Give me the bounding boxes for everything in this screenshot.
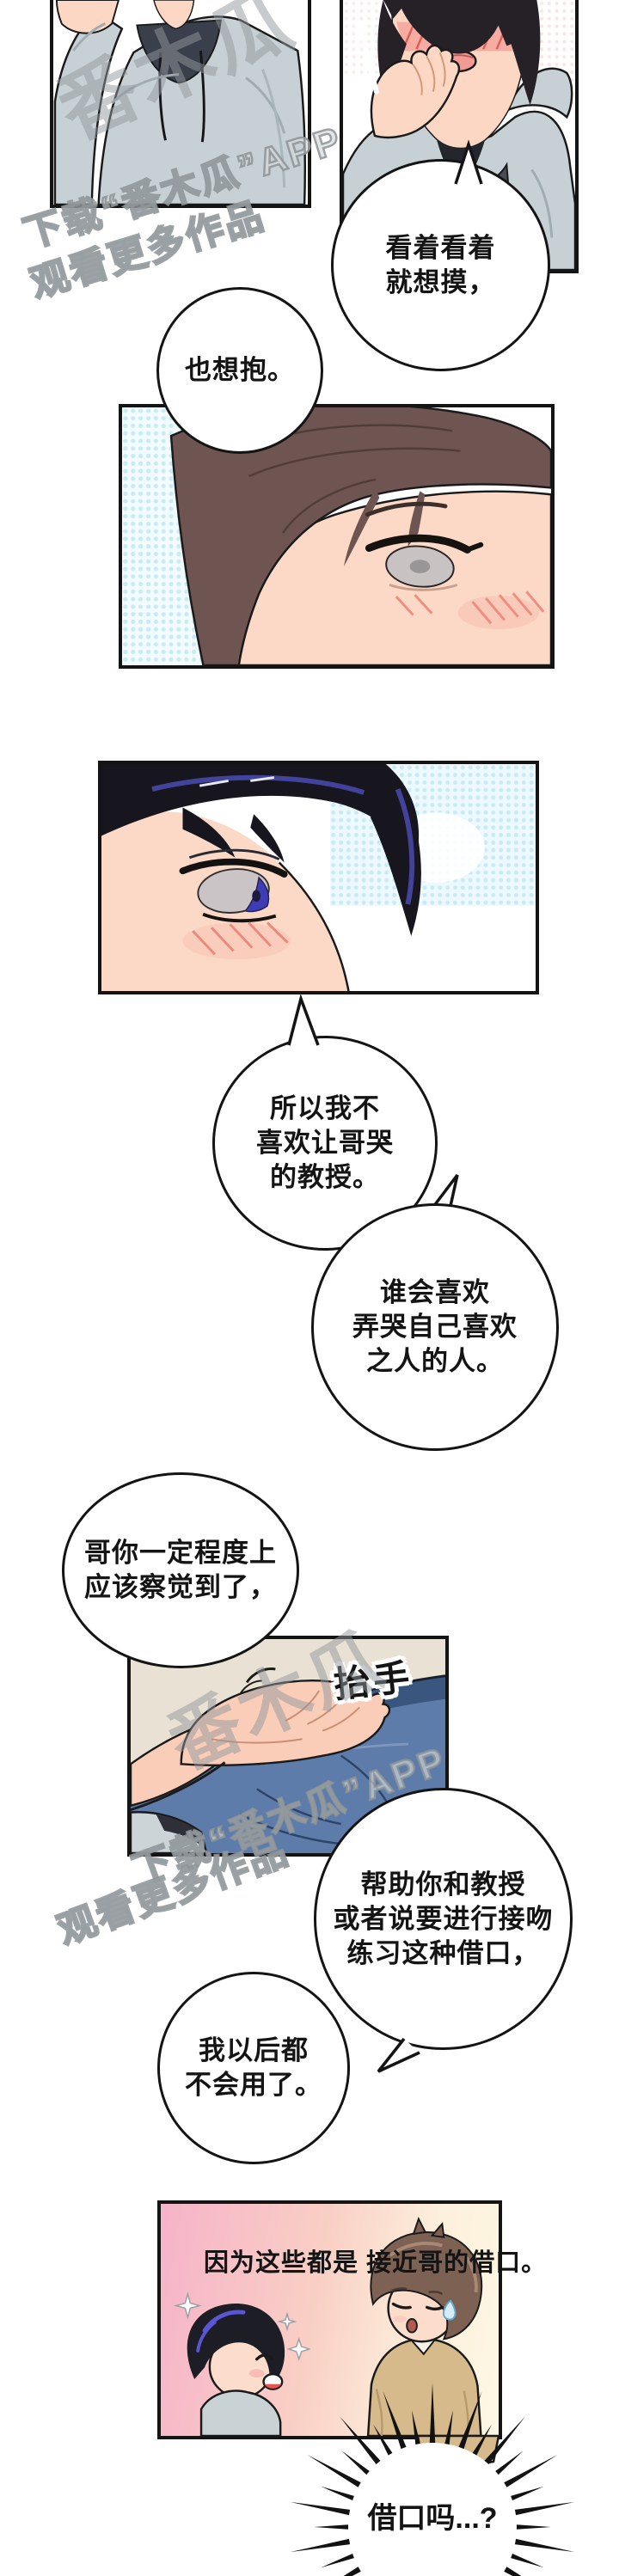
- speech-bubble-4: 谁会喜欢 弄哭自己喜欢 之人的人。: [311, 1203, 559, 1451]
- downcast-eye-blue: [179, 848, 288, 923]
- happy-closed-eye: [255, 2353, 274, 2361]
- burst-bubble-text: 借口吗...?: [367, 2502, 498, 2535]
- reaching-hand: [180, 1680, 391, 1767]
- bubble-line: 喜欢让哥哭: [256, 1128, 394, 1158]
- speech-bubble-5: 哥你一定程度上 应该察觉到了，: [62, 1472, 299, 1668]
- caption-line: 因为这些都是: [204, 2249, 359, 2277]
- bubble-line: 看着看着: [385, 232, 496, 263]
- speech-bubble-6: 帮助你和教授 或者说要进行接吻 练习这种借口，: [314, 1788, 573, 2050]
- bubble-line: 应该察觉到了，: [84, 1572, 277, 1602]
- panel-hoodie-character: [50, 0, 311, 208]
- downcast-eye: [365, 534, 484, 591]
- sweat-drop-icon: [442, 2299, 457, 2321]
- bubble-line: 帮助你和教授: [360, 1869, 526, 1900]
- bubble-line: 就想摸，: [385, 266, 496, 297]
- speech-bubble-2: 也想抱。: [156, 287, 323, 454]
- cheek-blush: [395, 590, 545, 630]
- motion-arcs: [239, 1667, 276, 1695]
- hair-highlight: [151, 774, 415, 905]
- watermark-text-top: 下载“番木瓜”APP: [18, 118, 354, 260]
- panel-chibi-scene: [157, 2200, 502, 2439]
- bubble-line: 的教授。: [270, 1162, 380, 1192]
- bubble-1-tail: [454, 139, 483, 185]
- sparkle-icon: [173, 2291, 311, 2361]
- eye-closeup-dark-art: [101, 764, 536, 991]
- eyebrow: [365, 501, 448, 517]
- chibi-black-hair: [187, 2303, 285, 2436]
- panel-f-caption: 因为这些都是 接近哥的借口。: [204, 2247, 546, 2279]
- bubble-line: 我以后都: [199, 2035, 309, 2065]
- bubble-line: 也想抱。: [185, 355, 295, 385]
- bubble-line: 哥你一定程度上: [84, 1538, 277, 1568]
- speech-bubble-7: 我以后都 不会用了。: [157, 1972, 350, 2164]
- bubble-6-tail: [377, 2037, 420, 2073]
- panel-hand-on-shoulder: [127, 1636, 449, 1857]
- bubble-line: 谁会喜欢: [380, 1277, 490, 1307]
- hoodie-character-art: [53, 0, 307, 205]
- bubble-line: 弄哭自己喜欢: [352, 1312, 518, 1342]
- caption-line: 接近哥的借口。: [366, 2249, 548, 2277]
- panel-eye-closeup-brown: [119, 404, 555, 669]
- watermark-text-bottom-2: 观看更多作品: [52, 1829, 301, 1956]
- burst-bubble: [289, 2383, 576, 2576]
- cheek-blush: [182, 921, 291, 960]
- bubble-line: 或者说要进行接吻: [333, 1903, 554, 1934]
- bubble-line: 练习这种借口，: [346, 1937, 540, 1968]
- panel-eye-closeup-dark: [98, 761, 539, 994]
- bubble-line: 之人的人。: [366, 1346, 504, 1376]
- raised-hand: [370, 44, 461, 139]
- bubble-3-tail: [287, 994, 320, 1046]
- speech-bubble-1: 看着看着 就想摸，: [331, 159, 550, 371]
- sfx-raise-hand: 抬手: [332, 1656, 415, 1705]
- bubble-line: 不会用了。: [185, 2070, 322, 2100]
- motion-line: [357, 21, 379, 95]
- eye-closeup-brown-art: [122, 407, 551, 665]
- bubble-line: 所以我不: [270, 1093, 380, 1123]
